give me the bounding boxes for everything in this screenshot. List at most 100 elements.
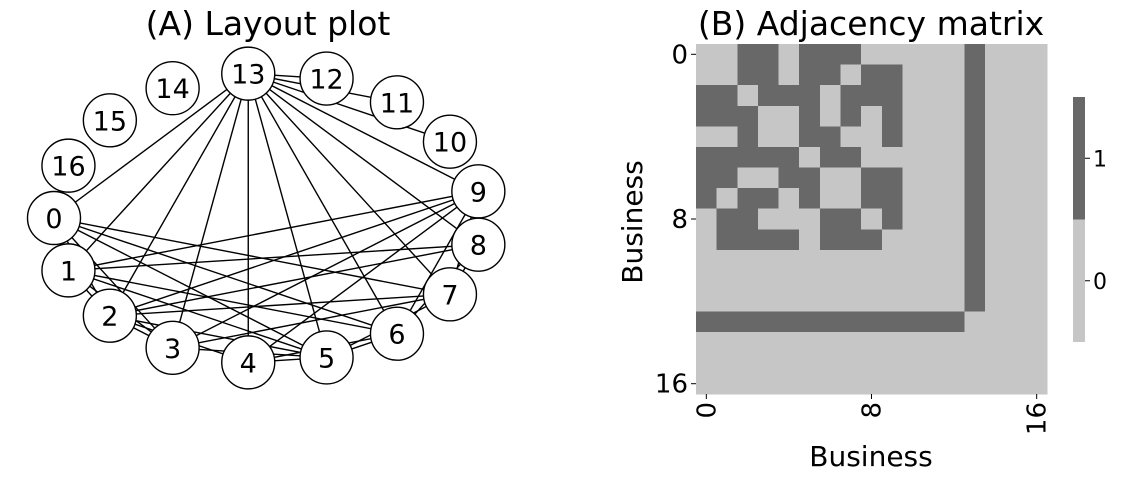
- cell-7-14: [985, 188, 1007, 210]
- cell-9-6: [819, 229, 842, 251]
- cell-14-4: [778, 332, 800, 354]
- cell-13-9: [881, 311, 904, 333]
- cell-15-4: [778, 352, 800, 375]
- cell-1-14: [985, 64, 1007, 86]
- cell-12-9: [881, 291, 904, 313]
- node-label: 0: [45, 204, 62, 235]
- node-label: 13: [231, 60, 265, 91]
- node-label: 2: [101, 302, 118, 333]
- node-2: 2: [82, 288, 138, 343]
- node-circle: [41, 138, 96, 193]
- cell-5-10: [902, 146, 924, 169]
- cell-1-15: [1005, 64, 1027, 86]
- cell-11-1: [716, 270, 738, 292]
- cell-6-0: [696, 167, 718, 189]
- cell-4-5: [799, 126, 821, 148]
- cell-8-0: [696, 208, 718, 230]
- cell-5-15: [1005, 146, 1027, 169]
- cell-8-16: [1026, 208, 1048, 230]
- cell-10-14: [985, 249, 1007, 272]
- cell-9-5: [799, 229, 821, 251]
- node-circle: [422, 267, 478, 322]
- cell-6-8: [861, 167, 883, 189]
- cell-1-9: [881, 64, 904, 86]
- node-circle: [82, 93, 138, 148]
- cell-7-7: [840, 188, 862, 210]
- cell-16-3: [757, 373, 780, 395]
- cell-3-14: [985, 105, 1007, 127]
- cell-14-14: [985, 332, 1007, 354]
- cell-2-7: [840, 85, 862, 107]
- colorbar-tick-label: 1: [1093, 147, 1107, 172]
- cell-5-3: [757, 146, 780, 169]
- cell-2-8: [861, 85, 883, 107]
- node-label: 4: [240, 348, 257, 379]
- node-circle: [26, 190, 82, 246]
- cell-7-4: [778, 188, 800, 210]
- cell-14-9: [881, 332, 904, 354]
- cell-4-7: [840, 126, 862, 148]
- cell-9-8: [861, 229, 883, 251]
- cell-16-12: [943, 373, 966, 395]
- cell-6-9: [881, 167, 904, 189]
- cell-2-6: [819, 85, 842, 107]
- cell-8-15: [1005, 208, 1027, 230]
- cell-12-1: [716, 291, 738, 313]
- cell-1-8: [861, 64, 883, 86]
- y-tick-label: 0: [671, 40, 688, 70]
- cell-4-15: [1005, 126, 1027, 148]
- cell-2-15: [1005, 85, 1027, 107]
- cell-11-15: [1005, 270, 1027, 292]
- cell-9-0: [696, 229, 718, 251]
- cell-6-10: [902, 167, 924, 189]
- cell-9-12: [943, 229, 966, 251]
- cell-4-14: [985, 126, 1007, 148]
- cell-16-4: [778, 373, 800, 395]
- cell-8-1: [716, 208, 738, 230]
- cell-4-0: [696, 126, 718, 148]
- node-8: 8: [451, 217, 506, 272]
- cell-5-16: [1026, 146, 1048, 169]
- cell-12-16: [1026, 291, 1048, 313]
- node-circle: [41, 243, 96, 298]
- cell-16-0: [696, 373, 718, 395]
- node-label: 7: [441, 280, 458, 311]
- node-circle: [299, 330, 354, 385]
- cell-5-4: [778, 146, 800, 169]
- cell-9-2: [737, 229, 759, 251]
- cell-1-13: [964, 64, 986, 86]
- cell-5-8: [861, 146, 883, 169]
- node-16: 16: [41, 138, 96, 193]
- node-label: 5: [318, 343, 335, 374]
- cell-13-3: [757, 311, 780, 333]
- cell-6-7: [840, 167, 862, 189]
- cell-1-0: [696, 64, 718, 86]
- cell-0-16: [1026, 44, 1048, 66]
- cell-15-15: [1005, 352, 1027, 375]
- cell-13-5: [799, 311, 821, 333]
- node-15: 15: [82, 93, 138, 148]
- cell-15-12: [943, 352, 966, 375]
- cell-0-7: [840, 44, 862, 66]
- cell-2-1: [716, 85, 738, 107]
- cell-7-15: [1005, 188, 1027, 210]
- cell-13-0: [696, 311, 718, 333]
- cell-14-5: [799, 332, 821, 354]
- cell-12-13: [964, 291, 986, 313]
- edge-0-3: [53, 217, 174, 349]
- cell-14-11: [923, 332, 945, 354]
- cell-6-13: [964, 167, 986, 189]
- cell-10-5: [799, 249, 821, 272]
- cell-9-1: [716, 229, 738, 251]
- cell-16-10: [902, 373, 924, 395]
- cell-3-16: [1026, 105, 1048, 127]
- node-1: 1: [41, 243, 96, 298]
- edge-1-13: [67, 73, 249, 271]
- cell-3-15: [1005, 105, 1027, 127]
- node-label: 11: [380, 88, 414, 119]
- cell-10-1: [716, 249, 738, 272]
- cell-6-6: [819, 167, 842, 189]
- edge-6-13: [247, 73, 398, 335]
- node-circle: [82, 288, 138, 343]
